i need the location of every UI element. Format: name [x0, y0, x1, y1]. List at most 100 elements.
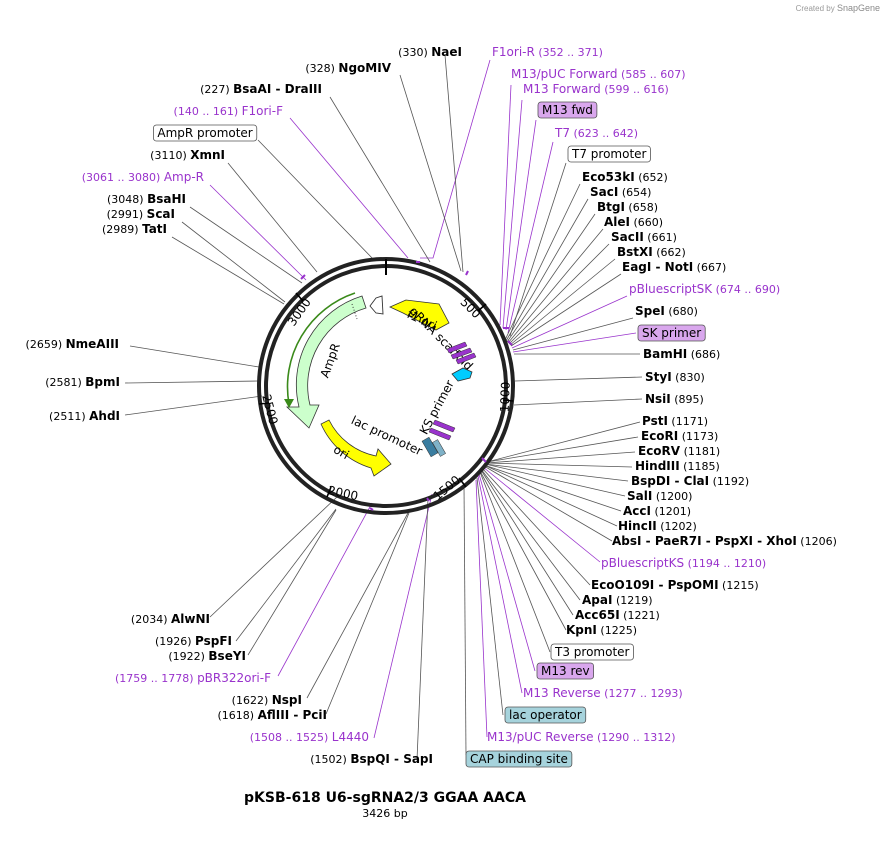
leader-sk-primer: [512, 332, 637, 353]
enzyme-location: (1202): [657, 520, 697, 533]
label-bstxi: BstXI (662): [617, 245, 686, 259]
primer-arrow-5: [428, 427, 452, 441]
enzyme-location: (2659): [26, 338, 66, 351]
label-bseyi: (1922) BseYI: [168, 649, 246, 663]
blue-feature-arrow: [451, 367, 473, 382]
enzyme-name: AccI: [623, 504, 651, 518]
leader-lines: [124, 54, 643, 761]
leader-hindiii: [485, 462, 633, 468]
enzyme-name: StyI: [645, 370, 672, 384]
leader-bseyi: [247, 509, 337, 656]
label-m13-puc-forward: M13/pUC Forward (585 .. 607): [511, 67, 686, 81]
leader-ecorv: [485, 451, 636, 464]
label-t3-promoter: T3 promoter: [550, 643, 634, 661]
label-ecori: EcoRI (1173): [641, 429, 718, 443]
label-acc65i: Acc65I (1221): [575, 608, 660, 622]
label-saci: SacI (654): [590, 185, 651, 199]
leader-f1ori-r: [420, 59, 491, 259]
leader-bpmi: [124, 380, 259, 384]
plasmid-name: pKSB-618 U6-sgRNA2/3 GGAA AACA: [244, 790, 526, 806]
tick-label-1000: 1000: [498, 381, 513, 412]
label-scai: (2991) ScaI: [107, 207, 175, 221]
leader-t7-promoter: [509, 162, 567, 337]
primer-name: L4440: [332, 730, 369, 744]
leader-acci: [483, 464, 622, 512]
leader-xmni: [227, 162, 318, 273]
primer-location: (1194 .. 1210): [684, 557, 766, 570]
label-sk-primer-box: [637, 324, 706, 342]
label-m13-rev-text: M13 rev: [541, 664, 590, 678]
enzyme-name: Eco53kI: [582, 170, 635, 184]
enzyme-location: (652): [635, 171, 668, 184]
leader-spei: [512, 317, 634, 351]
leader-sacii: [508, 243, 610, 345]
enzyme-location: (667): [693, 261, 726, 274]
label-m13-fwd-box: [537, 101, 598, 119]
primer-location: (585 .. 607): [618, 68, 686, 81]
leader-eco53ki: [504, 183, 581, 341]
enzyme-name: NsiI: [645, 392, 671, 406]
primer-location: (674 .. 690): [712, 283, 780, 296]
label-t3-promoter-box: [550, 643, 634, 661]
primer-arrows-top: [446, 341, 477, 365]
tick-500: [477, 303, 487, 312]
primer-location: (140 .. 161): [174, 105, 242, 118]
ampr-arrow: [286, 295, 367, 429]
label-nmeaiii: (2659) NmeAIII: [26, 337, 119, 351]
enzyme-name: BsaAI - DraIII: [233, 82, 322, 96]
enzyme-name: BtgI: [597, 200, 625, 214]
leader-pbr322: [277, 502, 373, 677]
label-m13-fwd: M13 fwd: [537, 101, 598, 119]
ampr-promoter-arrow: [369, 295, 384, 315]
primer-location: (1277 .. 1293): [601, 687, 683, 700]
enzyme-name: EagI - NotI: [622, 260, 693, 274]
enzyme-location: (1200): [652, 490, 692, 503]
label-t7-promoter-box: [567, 145, 651, 163]
label-m13-reverse: M13 Reverse (1277 .. 1293): [523, 686, 683, 700]
label-ampr-promoter: AmpR promoter: [152, 124, 258, 142]
label-apai: ApaI (1219): [582, 593, 653, 607]
enzyme-name: HincII: [618, 519, 657, 533]
enzyme-location: (658): [625, 201, 658, 214]
watermark-prefix: Created by: [795, 4, 835, 13]
enzyme-location: (2511): [49, 410, 89, 423]
primer-name: F1ori-R: [492, 45, 535, 59]
enzyme-name: AleI: [604, 215, 630, 229]
label-m13-forward: M13 Forward (599 .. 616): [523, 82, 669, 96]
label-t7: T7 (623 .. 642): [554, 126, 638, 140]
leader-m13-fwd: [502, 99, 523, 329]
leader-acc65i: [480, 469, 574, 616]
f1ori-arrow: [389, 299, 450, 331]
label-hincii: HincII (1202): [618, 519, 697, 533]
enzyme-location: (1622): [232, 694, 272, 707]
label-ampr-promoter-box: [152, 124, 258, 142]
label-amp-r: (3061 .. 3080) Amp-R: [82, 170, 204, 184]
enzyme-location: (895): [671, 393, 704, 406]
leader-alwni: [209, 495, 339, 618]
enzyme-location: (1922): [168, 650, 208, 663]
primer-arrow-3: [455, 352, 477, 365]
label-sacii: SacII (661): [611, 230, 677, 244]
marker-mcs-2: [507, 340, 513, 346]
enzyme-location: (2581): [45, 376, 85, 389]
label-sk-primer: SK primer: [637, 324, 706, 342]
leader-kpni: [479, 470, 567, 631]
enzyme-location: (1225): [597, 624, 637, 637]
enzyme-name: SacI: [590, 185, 618, 199]
ampr-label: AmpR: [318, 341, 343, 379]
lac-operator-marker: [421, 436, 439, 458]
leader-m13fwd-box: [505, 119, 537, 331]
enzyme-location: (1192): [709, 475, 749, 488]
label-eco53ki: Eco53kI (652): [582, 170, 668, 184]
label-eagi-noti: EagI - NotI (667): [622, 260, 726, 274]
leader-ahdi: [124, 395, 263, 416]
leader-m13puc-rev: [475, 479, 488, 738]
primer-location: (1508 .. 1525): [250, 731, 332, 744]
leader-bspqi: [416, 497, 429, 761]
leader-ampr-promoter: [257, 139, 375, 261]
leader-psti: [486, 421, 641, 463]
enzyme-location: (1173): [678, 430, 718, 443]
enzyme-name: EcoO109I - PspOMI: [591, 578, 719, 592]
enzyme-name: BamHI: [643, 347, 687, 361]
label-ecorv: EcoRV (1181): [638, 444, 720, 458]
